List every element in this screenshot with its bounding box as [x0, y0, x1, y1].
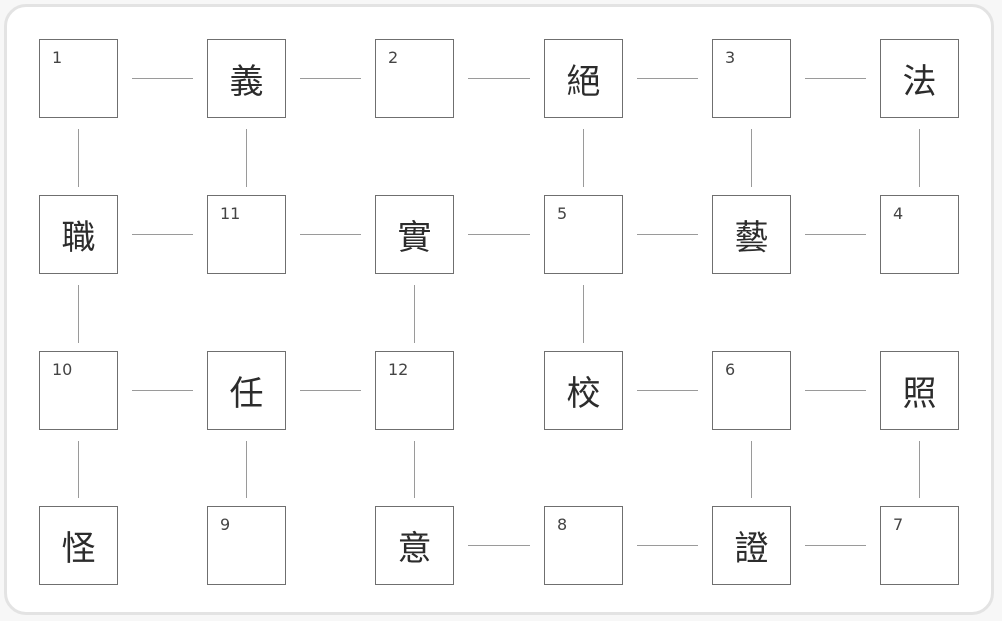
cell-character: 絕	[566, 62, 601, 102]
puzzle-board	[4, 4, 994, 615]
cell-number: 8	[557, 515, 568, 534]
blank-cell[interactable]: 4	[880, 195, 959, 274]
blank-cell[interactable]: 2	[375, 39, 454, 118]
clue-cell: 意	[375, 506, 454, 585]
blank-cell[interactable]: 11	[207, 195, 286, 274]
clue-cell: 照	[880, 351, 959, 430]
blank-cell[interactable]: 6	[712, 351, 791, 430]
cell-number: 12	[388, 360, 409, 379]
clue-cell: 法	[880, 39, 959, 118]
cell-character: 實	[397, 218, 432, 258]
cell-number: 5	[557, 204, 568, 223]
cell-character: 意	[397, 529, 432, 569]
clue-cell: 證	[712, 506, 791, 585]
blank-cell[interactable]: 8	[544, 506, 623, 585]
cell-number: 1	[52, 48, 63, 67]
clue-cell: 絕	[544, 39, 623, 118]
cell-number: 11	[220, 204, 241, 223]
cell-character: 怪	[61, 529, 96, 569]
blank-cell[interactable]: 1	[39, 39, 118, 118]
cell-character: 照	[902, 374, 937, 414]
cell-number: 10	[52, 360, 73, 379]
cell-number: 2	[388, 48, 399, 67]
cell-number: 9	[220, 515, 231, 534]
cell-character: 法	[902, 62, 937, 102]
clue-cell: 職	[39, 195, 118, 274]
clue-cell: 校	[544, 351, 623, 430]
blank-cell[interactable]: 9	[207, 506, 286, 585]
blank-cell[interactable]: 10	[39, 351, 118, 430]
cell-number: 6	[725, 360, 736, 379]
cell-number: 3	[725, 48, 736, 67]
cell-number: 4	[893, 204, 904, 223]
clue-cell: 藝	[712, 195, 791, 274]
cell-character: 校	[566, 374, 601, 414]
cell-character: 藝	[734, 218, 769, 258]
blank-cell[interactable]: 12	[375, 351, 454, 430]
blank-cell[interactable]: 7	[880, 506, 959, 585]
clue-cell: 實	[375, 195, 454, 274]
cell-character: 證	[734, 529, 769, 569]
clue-cell: 怪	[39, 506, 118, 585]
clue-cell: 義	[207, 39, 286, 118]
cell-number: 7	[893, 515, 904, 534]
cell-character: 職	[61, 218, 96, 258]
cell-character: 任	[229, 374, 264, 414]
blank-cell[interactable]: 5	[544, 195, 623, 274]
clue-cell: 任	[207, 351, 286, 430]
cell-character: 義	[229, 62, 264, 102]
blank-cell[interactable]: 3	[712, 39, 791, 118]
